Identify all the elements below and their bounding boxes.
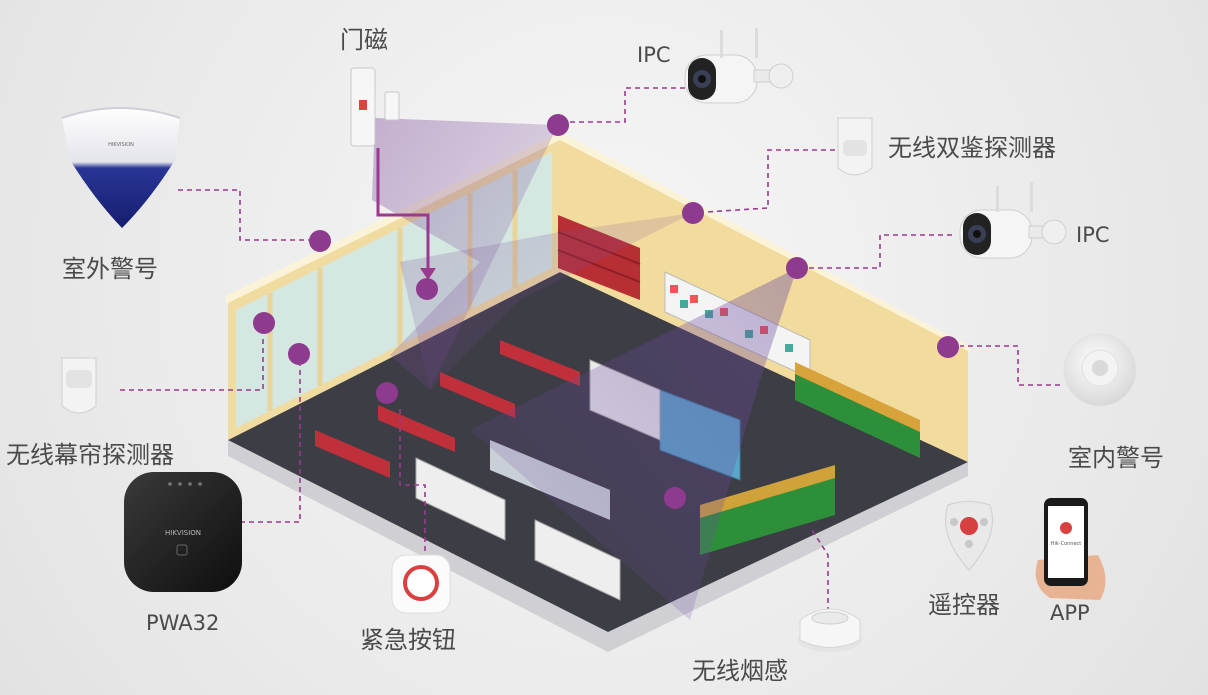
node-ipc-top [547,114,569,136]
connector-lines [120,87,1060,612]
label-app: APP [1050,601,1090,625]
coverage-cones [372,118,797,620]
node-outdoor-siren [309,230,331,252]
node-smoke-detector [664,487,686,509]
ipc-camera-top [684,28,794,104]
hub-brand: HIKVISION [165,529,201,537]
label-dual-tech-detector: 无线双鉴探测器 [888,134,1056,162]
label-door-contact: 门磁 [340,26,388,54]
label-smoke-detector: 无线烟感 [692,657,788,685]
node-hub [288,343,310,365]
dual-tech-detector-device [837,117,873,176]
app-screen-title: Hik-Connect [1051,541,1082,547]
outdoor-siren-brand: HIKVISION [108,142,134,148]
pwa32-hub-device: HIKVISION [124,472,242,592]
remote-control-device [945,501,993,571]
door-contact-line [376,148,430,272]
floor-base [228,440,968,652]
node-dual-detector [682,202,704,224]
node-curtain-detector [253,312,275,334]
label-panic-button: 紧急按钮 [360,626,456,654]
door-contact-device [350,67,400,147]
node-panic-button [376,382,398,404]
curtain-detector-device [61,357,97,414]
ipc-camera-right [959,182,1067,259]
label-indoor-siren: 室内警号 [1068,444,1164,472]
node-door-contact [416,278,438,300]
label-hub: PWA32 [146,611,220,635]
node-ipc-right [786,257,808,279]
label-curtain-detector: 无线幕帘探测器 [6,441,174,469]
panic-button-device [391,554,451,614]
device-nodes [253,114,959,509]
node-indoor-siren [937,336,959,358]
label-ipc-top: IPC [637,43,671,67]
app-phone-device: Hik-Connect [1035,498,1106,600]
outdoor-siren-device: HIKVISION [61,107,181,228]
label-remote-control: 遥控器 [928,591,1000,619]
label-outdoor-siren: 室外警号 [62,255,158,283]
indoor-siren-device [1063,333,1137,407]
label-ipc-right: IPC [1076,223,1110,247]
smoke-detector-device [798,608,862,652]
